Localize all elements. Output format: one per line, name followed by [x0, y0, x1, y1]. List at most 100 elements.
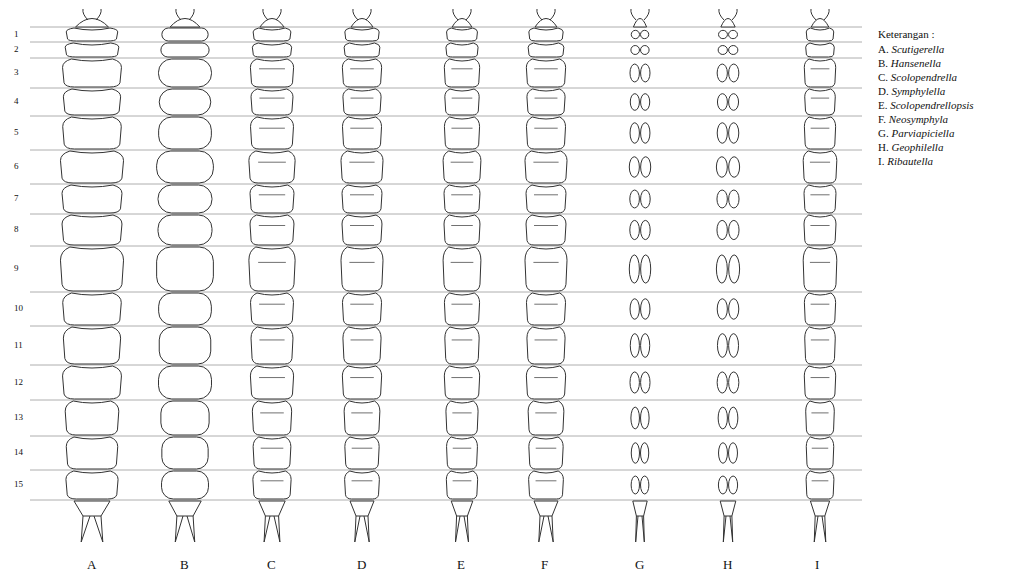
segment-line	[30, 27, 862, 28]
tergite-fold	[349, 162, 374, 163]
tergite	[344, 43, 380, 57]
segment-number: 5	[14, 128, 19, 138]
tergite-half	[716, 255, 727, 283]
tergite	[803, 151, 837, 183]
tergite	[804, 215, 836, 245]
tergite-half	[631, 443, 639, 463]
tergite	[803, 247, 837, 291]
tergite	[157, 151, 214, 183]
tergite	[159, 327, 211, 364]
antenna	[96, 9, 101, 20]
tergite-half	[729, 220, 739, 239]
legend-genus: G. Parviapiciella	[878, 127, 954, 139]
tergite	[159, 366, 212, 399]
tergite	[528, 401, 564, 435]
telson	[259, 501, 285, 516]
segment-line	[30, 184, 862, 185]
tergite-half	[719, 443, 728, 463]
tergite	[526, 366, 565, 399]
tergite-fold	[451, 225, 473, 226]
tergite-half	[717, 123, 727, 143]
tergite	[159, 89, 211, 115]
column-letter: B	[180, 558, 189, 572]
tergite-half	[729, 64, 739, 82]
tergite-fold	[534, 68, 558, 69]
column-letter: A	[87, 558, 96, 572]
segment-line	[30, 470, 862, 471]
tergite-half	[729, 443, 738, 463]
tergite	[63, 59, 122, 87]
tergite-fold	[352, 448, 373, 449]
tergite	[66, 471, 118, 499]
tergite-half	[719, 30, 728, 38]
tergite-half	[717, 334, 727, 358]
tergite-fold	[812, 480, 829, 481]
tergite-half	[641, 64, 650, 82]
tergite-half	[631, 46, 640, 55]
tergite	[159, 293, 212, 325]
tergite-half	[718, 46, 727, 55]
tergite-half	[729, 299, 739, 319]
tergite	[526, 215, 566, 245]
tergite-fold	[259, 225, 285, 226]
tergite	[444, 59, 479, 87]
tergite-fold	[536, 480, 557, 481]
tergite-fold	[452, 339, 473, 340]
tergite	[249, 247, 295, 291]
segment-line	[30, 58, 862, 59]
cercus	[175, 516, 183, 542]
telson	[720, 501, 736, 516]
tergite	[805, 89, 836, 115]
legend-genus: E. Scolopendrellopsis	[878, 99, 974, 111]
tergite	[342, 293, 381, 325]
tergite	[444, 185, 480, 213]
tergite-fold	[811, 98, 829, 99]
segment-line	[30, 500, 862, 501]
tergite-half	[729, 30, 738, 38]
tergite-fold	[535, 339, 558, 340]
tergite-half	[729, 255, 740, 283]
tergite-half	[641, 94, 650, 111]
tergite	[806, 43, 835, 57]
column-letter: C	[267, 558, 276, 572]
tergite-fold	[351, 412, 372, 413]
tergite-fold	[812, 448, 828, 449]
tergite-half	[631, 30, 639, 38]
tergite	[252, 401, 291, 435]
tergite-half	[630, 190, 640, 208]
tergite	[446, 401, 478, 435]
segment-line	[30, 150, 862, 151]
tergite	[162, 28, 208, 41]
tergite	[445, 89, 479, 115]
tergite	[806, 471, 834, 499]
column-letter: F	[541, 558, 548, 572]
tergite-fold	[351, 98, 374, 99]
tergite-fold	[259, 128, 285, 129]
segment-number: 4	[14, 97, 19, 107]
tergite-fold	[260, 412, 284, 413]
antenna	[176, 9, 181, 20]
tergite-fold	[534, 304, 557, 305]
legend-genus: A. Scutigerella	[878, 43, 944, 55]
tergite-half	[630, 220, 640, 239]
tergite	[342, 185, 382, 213]
tergite-fold	[452, 98, 473, 99]
tergite	[526, 59, 565, 87]
segment-line	[30, 246, 862, 247]
tergite	[342, 215, 382, 245]
tergite-fold	[451, 194, 473, 195]
tergite	[526, 117, 565, 149]
tergite	[446, 471, 477, 499]
cercus	[187, 516, 195, 542]
tergite	[250, 215, 294, 245]
tergite-half	[629, 255, 639, 283]
antenna	[189, 9, 194, 20]
tergite	[525, 247, 567, 291]
tergite-fold	[350, 225, 374, 226]
segment-number: 7	[14, 194, 19, 204]
antenna	[83, 9, 88, 20]
head	[811, 19, 829, 28]
tergite	[251, 327, 293, 364]
legend-genus: H. Geophilella	[878, 141, 943, 153]
tergite	[444, 293, 479, 325]
